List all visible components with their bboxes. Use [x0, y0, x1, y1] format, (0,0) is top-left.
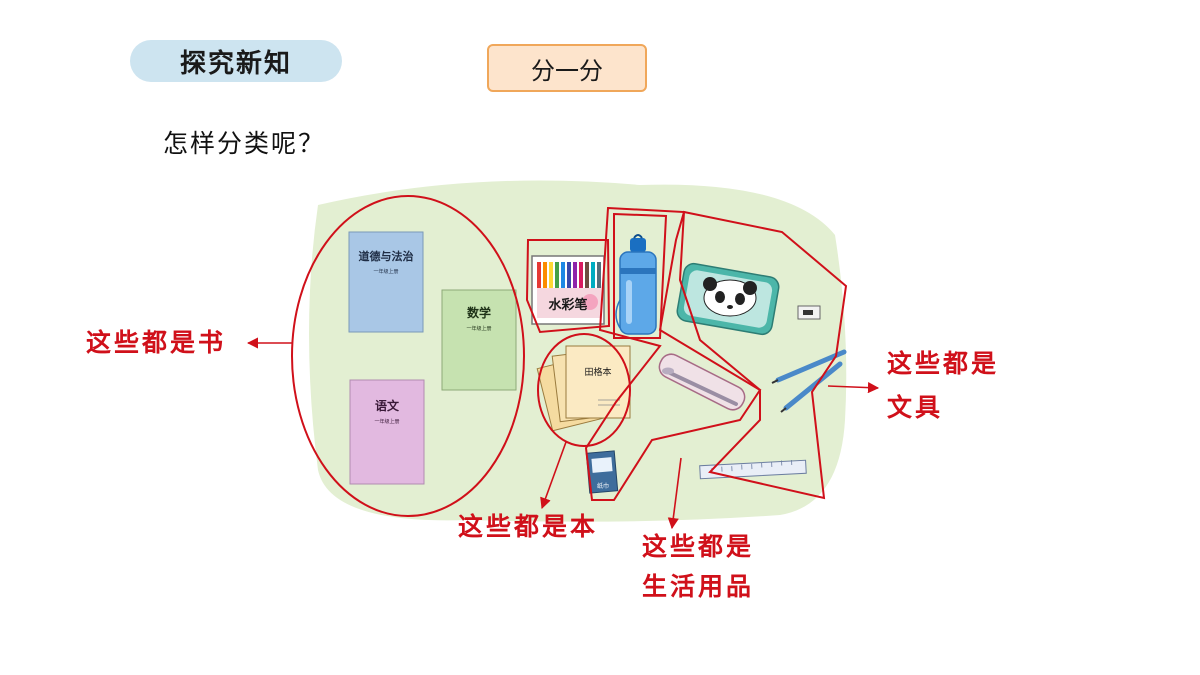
book-chinese-sub: 一年级上册: [374, 418, 399, 425]
panda-pencil-case: [676, 262, 780, 336]
label-notebooks: 这些都是本: [458, 512, 599, 541]
arrow-notebooks: [540, 441, 567, 510]
tissue-pack: 纸巾: [585, 450, 619, 494]
book-math-title: 数学: [467, 305, 491, 320]
grid-notebooks: 田格本: [536, 345, 631, 432]
daily-goods-outline: [525, 239, 611, 334]
watercolor-pens-box: 水彩笔: [531, 255, 605, 325]
book-chinese-title: 语文: [375, 398, 400, 413]
question-text: 怎样分类呢？: [163, 129, 326, 158]
pencils: [771, 349, 847, 413]
arrow-daily: [667, 457, 682, 530]
classification-outlines: [291, 195, 848, 517]
tab-sort[interactable]: 分一分: [487, 44, 647, 92]
stationery-group-outline: [678, 210, 848, 500]
notebooks-group-outline: [537, 333, 631, 447]
arrow-stationery: [827, 382, 880, 394]
books-group-outline: [291, 195, 525, 517]
book-math-sub: 一年级上册: [466, 325, 491, 332]
label-stationery-line2: 文具: [887, 393, 944, 422]
water-bottle: [615, 234, 657, 335]
watercolor-label: 水彩笔: [548, 297, 587, 313]
pencil-sharpener: [797, 305, 821, 320]
label-stationery-line1: 这些都是: [887, 349, 1000, 378]
label-daily-line1: 这些都是: [642, 532, 755, 561]
label-books: 这些都是书: [86, 328, 227, 357]
book-morality-law: 道德与法治 一年级上册: [348, 231, 424, 333]
section-title-pill: 探究新知: [130, 40, 342, 82]
tissue-label: 纸巾: [597, 482, 609, 490]
ruler: [699, 459, 807, 480]
bottle-outline: [613, 212, 668, 339]
book-morality-sub: 一年级上册: [373, 268, 398, 275]
book-morality-title: 道德与法治: [359, 249, 414, 263]
daily-goods-outline-2: [584, 206, 762, 501]
label-arrows: [246, 337, 880, 530]
book-chinese: 语文 一年级上册: [349, 379, 425, 485]
label-daily-line2: 生活用品: [642, 572, 755, 601]
spoon-case: [658, 353, 746, 411]
book-math: 数学 一年级上册: [441, 289, 517, 391]
grid-notebook-label: 田格本: [584, 366, 611, 378]
